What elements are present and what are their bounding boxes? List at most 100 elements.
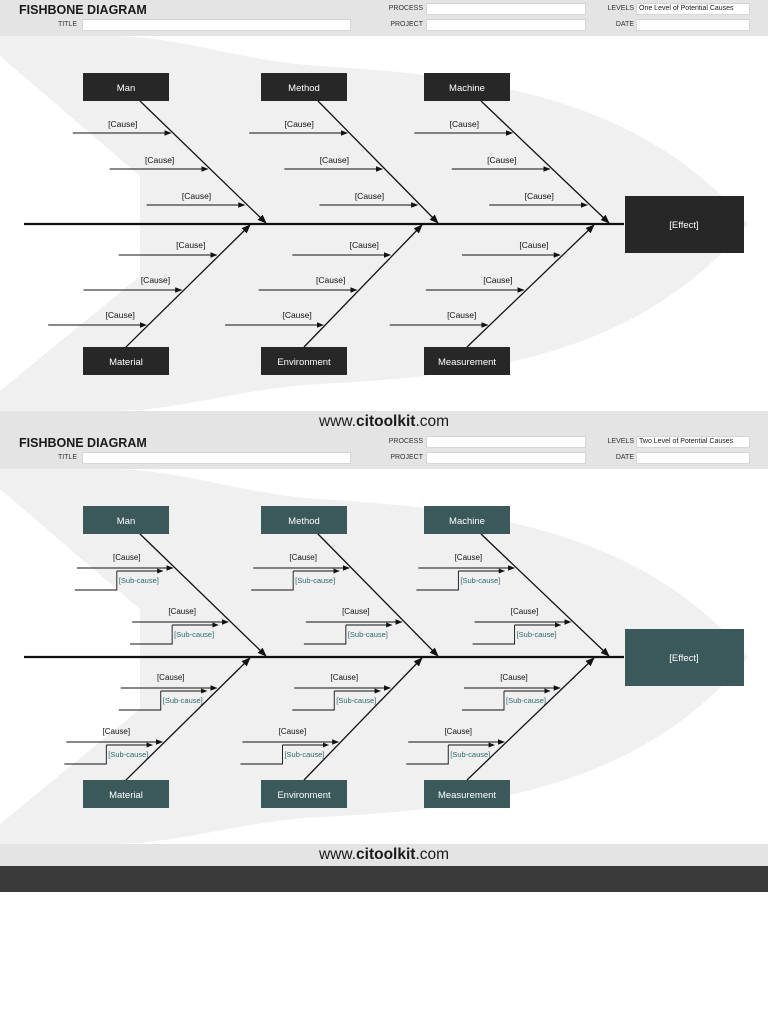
cause-label: [Cause] [483,275,512,285]
cause-label: [Cause] [320,155,349,165]
subcause-label: [Sub-cause] [348,630,388,639]
category-box-top [83,506,169,534]
date-label: DATE [615,454,634,461]
footer-url: www.citoolkit.com [0,411,768,433]
cause-label: [Cause] [113,553,141,562]
project-label: PROJECT [390,21,423,28]
category-box-top [424,506,510,534]
cause-label: [Cause] [103,727,131,736]
title-field[interactable] [82,19,351,31]
cause-label: [Cause] [106,310,135,320]
cause-label: [Cause] [455,553,483,562]
category-bone-top [139,533,267,657]
subcause-connector [406,745,449,765]
cause-label: [Cause] [316,275,345,285]
levels-label: LEVELS [607,5,634,12]
subcause-label: [Sub-cause] [284,750,324,759]
footer-url: www.citoolkit.com [0,844,768,866]
cause-label: [Cause] [182,191,211,201]
category-box-top [261,506,347,534]
subcause-connector [251,571,294,591]
category-box-top [424,73,510,101]
levels-label: LEVELS [607,438,634,445]
cause-label: [Cause] [511,607,539,616]
date-field[interactable] [636,19,750,31]
category-bone-bottom [125,657,251,781]
category-bone-bottom [466,657,595,781]
effect-label: [Effect] [669,653,698,664]
category-box-bottom [424,347,510,375]
category-label: Machine [449,516,485,527]
category-label: Man [117,83,135,94]
cause-label: [Cause] [145,155,174,165]
category-label: Material [109,790,143,801]
process-field[interactable] [426,436,586,448]
subcause-label: [Sub-cause] [460,576,500,585]
date-field[interactable] [636,452,750,464]
subcause-label: [Sub-cause] [336,696,376,705]
fishbone-panel-two-level: FISHBONE DIAGRAM TITLE PROCESS PROJECT L… [0,433,768,866]
project-field[interactable] [426,452,586,464]
levels-field[interactable]: One Level of Potential Causes [636,3,750,15]
cause-label: [Cause] [519,240,548,250]
subcause-label: [Sub-cause] [517,630,557,639]
levels-field[interactable]: Two Level of Potential Causes [636,436,750,448]
panel-header: FISHBONE DIAGRAM TITLE PROCESS PROJECT L… [0,433,768,469]
page-title: FISHBONE DIAGRAM [19,3,147,17]
category-label: Environment [277,357,331,368]
cause-label: [Cause] [487,155,516,165]
process-label: PROCESS [388,438,423,445]
cause-label: [Cause] [285,119,314,129]
subcause-connector [240,745,283,765]
cause-label: [Cause] [447,310,476,320]
cause-label: [Cause] [450,119,479,129]
panel-header: FISHBONE DIAGRAM TITLE PROCESS PROJECT L… [0,0,768,36]
subcause-connector [64,745,107,765]
subcause-connector [472,625,516,645]
subcause-label: [Sub-cause] [163,696,203,705]
subcause-label: [Sub-cause] [108,750,148,759]
cause-label: [Cause] [176,240,205,250]
process-label: PROCESS [388,5,423,12]
effect-box [625,629,744,686]
title-label: TITLE [57,21,77,28]
category-label: Machine [449,83,485,94]
subcause-label: [Sub-cause] [450,750,490,759]
subcause-label: [Sub-cause] [295,576,335,585]
page-title: FISHBONE DIAGRAM [19,436,147,450]
effect-box [625,196,744,253]
category-label: Environment [277,790,331,801]
cause-label: [Cause] [282,310,311,320]
category-label: Measurement [438,357,496,368]
cause-label: [Cause] [342,607,370,616]
cause-label: [Cause] [108,119,137,129]
cause-label: [Cause] [168,607,196,616]
cause-label: [Cause] [525,191,554,201]
category-box-bottom [83,347,169,375]
date-label: DATE [615,21,634,28]
cause-label: [Cause] [355,191,384,201]
category-bone-top [480,533,610,657]
bottom-bar [0,866,768,892]
cause-label: [Cause] [500,673,528,682]
category-label: Method [288,83,320,94]
subcause-connector [130,625,173,645]
category-bone-bottom [303,657,423,781]
subcause-connector [416,571,459,591]
process-field[interactable] [426,3,586,15]
cause-label: [Cause] [330,673,358,682]
title-label: TITLE [57,454,77,461]
effect-label: [Effect] [669,220,698,231]
project-field[interactable] [426,19,586,31]
category-label: Material [109,357,143,368]
subcause-connector [118,691,162,711]
category-label: Measurement [438,790,496,801]
category-box-bottom [424,780,510,808]
title-field[interactable] [82,452,351,464]
subcause-connector [461,691,505,711]
fishbone-svg: [Effect]ManMaterial[Cause][Sub-cause][Ca… [0,469,748,844]
subcause-connector [303,625,347,645]
cause-label: [Cause] [289,553,317,562]
